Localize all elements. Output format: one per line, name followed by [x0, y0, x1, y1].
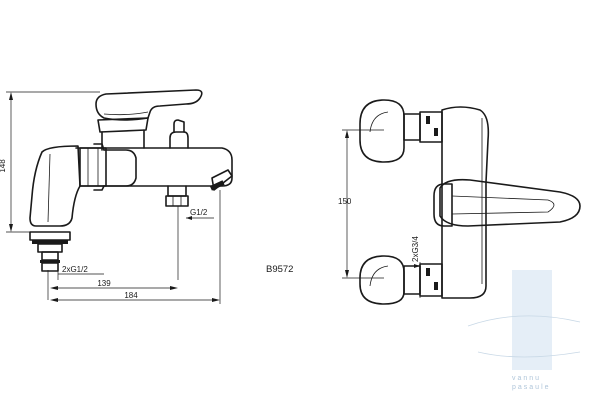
front-upper-wall-connector	[359, 99, 405, 163]
side-base-flange	[29, 231, 71, 241]
watermark-line1: vannu	[512, 375, 541, 382]
dim-height-148	[6, 91, 100, 233]
front-view: 150 2xG3/4	[338, 99, 581, 305]
side-shower-outlet	[167, 185, 187, 197]
front-lower-wall-connector	[359, 255, 405, 305]
dim-overall-width-label: 184	[124, 291, 138, 300]
side-handle-inner-line	[103, 111, 149, 116]
side-hex-nut	[79, 147, 107, 187]
product-code: B9572	[266, 264, 293, 275]
side-pillar	[29, 145, 81, 227]
side-inlet-threads	[41, 262, 59, 272]
front-lower-connector-inner	[369, 265, 389, 287]
dim-front-height-label: 150	[338, 197, 352, 206]
side-view: 148 G1/2 2xG1/2 139 184	[0, 89, 233, 304]
dim-overall-width	[50, 190, 221, 304]
front-body	[441, 106, 490, 299]
side-aerator	[209, 180, 225, 191]
dim-spout-thread-label: G1/2	[190, 208, 208, 217]
watermark-line2: pasaule	[512, 384, 551, 391]
front-upper-nut-mark	[426, 116, 430, 124]
watermark: vannu pasaule	[467, 270, 581, 391]
side-diverter-top	[173, 119, 185, 133]
dim-inlet-spacing-label: 139	[97, 279, 111, 288]
side-base-nut	[37, 243, 63, 253]
side-diverter-knob	[169, 131, 189, 149]
side-handle-cap	[97, 117, 149, 133]
side-inlet-gasket	[40, 260, 60, 263]
front-lever-hub	[433, 183, 453, 227]
side-inlet-pipe	[41, 251, 59, 261]
front-lower-nut	[419, 263, 443, 297]
dim-front-height	[342, 129, 384, 279]
dim-inlet-thread-label: 2xG1/2	[62, 265, 88, 274]
side-shower-nut	[165, 195, 189, 207]
side-handle-neck	[101, 129, 145, 151]
side-body	[75, 147, 233, 187]
front-lower-nut-mark	[434, 282, 438, 290]
watermark-arc	[477, 351, 581, 358]
dim-front-inlet-thread	[412, 262, 421, 298]
side-handle-lever	[95, 89, 203, 121]
dim-inlet-spacing	[47, 270, 178, 300]
front-upper-eccentric	[403, 113, 421, 141]
front-upper-connector-inner	[369, 111, 389, 133]
watermark-bar	[512, 270, 552, 370]
watermark-swoosh	[467, 315, 581, 327]
front-lower-nut-mark	[426, 268, 430, 276]
front-lever-inner	[451, 195, 555, 215]
dim-front-inlet-thread-label: 2xG3/4	[411, 236, 420, 262]
side-pillar-centerline	[47, 153, 51, 223]
side-base-gasket	[32, 240, 68, 244]
dim-spout-thread	[177, 206, 214, 280]
front-lower-eccentric	[403, 265, 421, 295]
front-upper-nut-mark	[434, 128, 438, 136]
side-hex-nut-ring	[93, 143, 105, 191]
front-upper-nut	[419, 111, 443, 143]
side-mixer-chamber	[103, 149, 137, 187]
dim-inlet-thread	[57, 268, 104, 280]
dim-height-148-label: 148	[0, 159, 7, 173]
front-lever-handle	[439, 178, 581, 227]
